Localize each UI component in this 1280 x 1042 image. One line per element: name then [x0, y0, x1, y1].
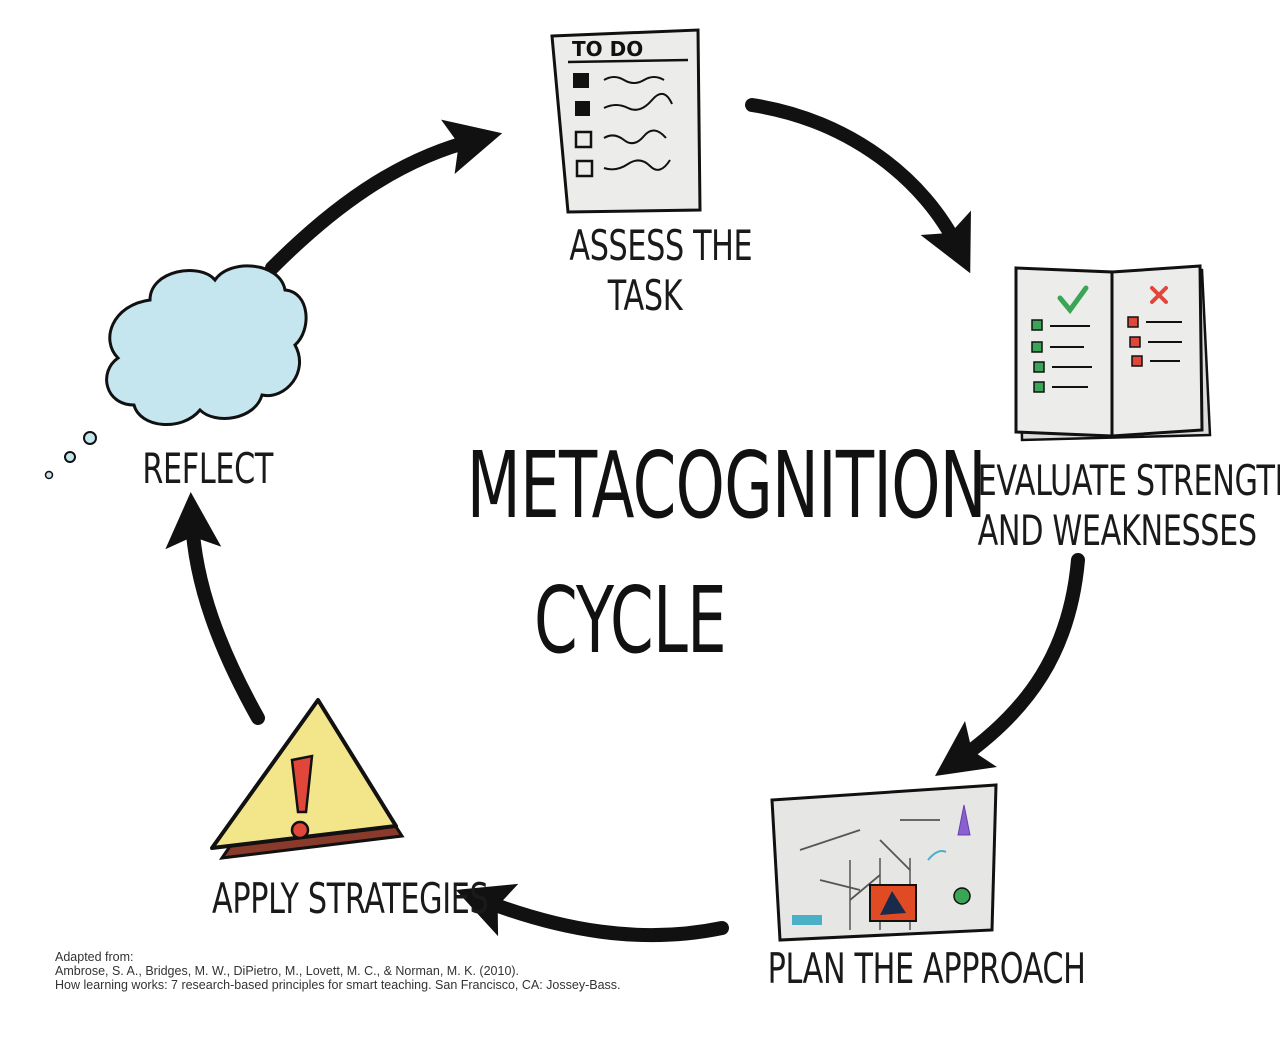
- arrow-plan-to-apply: [455, 883, 729, 943]
- todo-list-icon: TO DO: [550, 28, 702, 214]
- thought-cloud-icon: [44, 264, 308, 480]
- arrow-reflect-to-assess: [265, 119, 503, 275]
- todo-heading: TO DO: [572, 37, 643, 61]
- stage-label-assess-line1: ASSESS THE: [569, 221, 753, 270]
- diagram-title-line2: CYCLE: [533, 567, 727, 674]
- stage-label-evaluate-line1: EVALUATE STRENGTHS: [977, 456, 1280, 505]
- checklist-book-icon: [1014, 264, 1212, 442]
- citation: Adapted from: Ambrose, S. A., Bridges, M…: [55, 950, 621, 992]
- citation-line2: Ambrose, S. A., Bridges, M. W., DiPietro…: [55, 964, 520, 978]
- arrow-apply-to-reflect: [165, 492, 265, 725]
- arrow-assess-to-evaluate: [745, 98, 971, 274]
- stage-label-reflect: REFLECT: [142, 444, 273, 493]
- stage-label-plan: PLAN THE APPROACH: [767, 944, 1086, 993]
- diagram-title-line1: METACOGNITION: [466, 432, 987, 539]
- stage-label-apply: APPLY STRATEGIES: [212, 874, 489, 923]
- map-plan-icon: [770, 783, 998, 942]
- citation-line3: How learning works: 7 research-based pri…: [55, 978, 621, 992]
- citation-line1: Adapted from:: [55, 950, 134, 964]
- arrow-evaluate-to-plan: [935, 553, 1085, 776]
- stage-label-evaluate-line2: AND WEAKNESSES: [977, 506, 1257, 555]
- warning-sign-icon: [210, 698, 405, 860]
- stage-label-assess-line2: TASK: [607, 271, 683, 320]
